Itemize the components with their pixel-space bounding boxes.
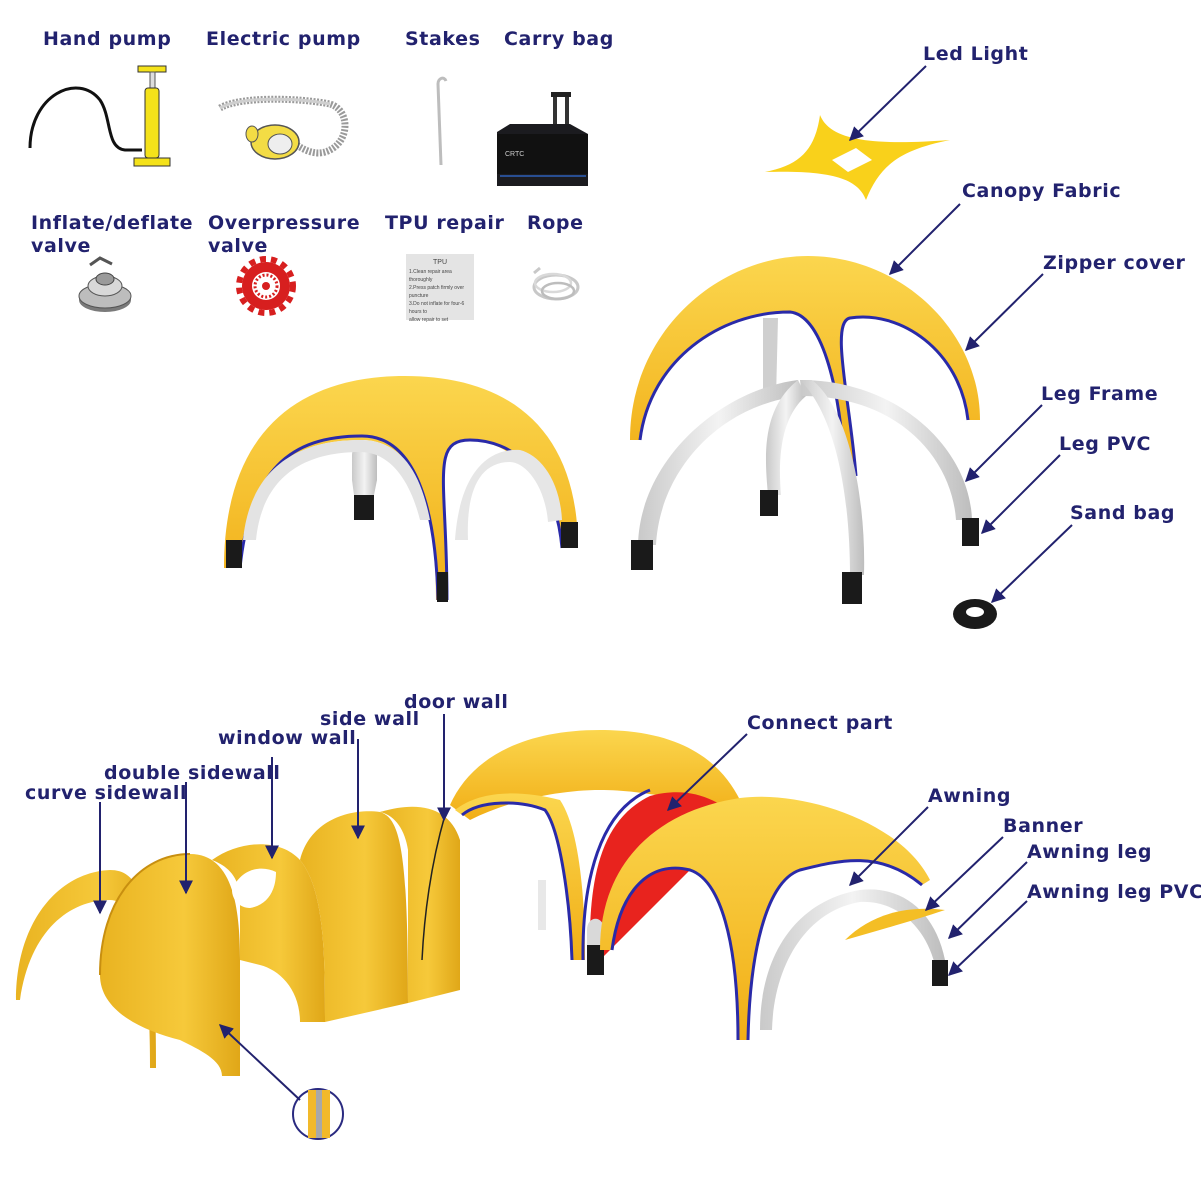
hand-pump-icon — [28, 65, 171, 167]
hand-pump-label: Hand pump — [43, 28, 172, 50]
electric-pump-label: Electric pump — [206, 28, 361, 50]
curve-sidewall-label: curve sidewall — [25, 782, 188, 804]
tpu-card-step: 3.Do not inflate for four-6 hours to — [409, 301, 465, 315]
banner-label: Banner — [1003, 815, 1084, 837]
tpu-repair-label: TPU repair — [385, 212, 505, 234]
sand-bag-label: Sand bag — [1070, 502, 1176, 524]
overpressure-valve-icon — [236, 256, 296, 316]
stakes-label: Stakes — [405, 28, 481, 50]
stake-icon — [436, 76, 448, 166]
wall-section-zoom-icon — [292, 1088, 344, 1140]
door-wall-label: door wall — [404, 691, 509, 713]
awning-leg-pvc-label: Awning leg PVC — [1027, 881, 1201, 903]
sand-bag-icon — [953, 599, 997, 629]
walls-illustration — [16, 806, 460, 1076]
canopy-fabric-label: Canopy Fabric — [962, 180, 1122, 202]
tpu-card-step: 2.Press patch firmly over puncture — [409, 285, 465, 299]
inflate-deflate-valve-icon — [78, 256, 132, 312]
overpressure-valve-label: Overpressure valve — [208, 212, 361, 257]
tpu-card-step: allow repair to set — [409, 317, 449, 323]
tpu-repair-card-icon: TPU 1.Clean repair area thoroughly 2.Pre… — [406, 254, 474, 323]
side-wall-label: side wall — [320, 708, 420, 730]
exploded-tent-illustration — [630, 256, 980, 604]
led-light-label: Led Light — [923, 43, 1029, 65]
zipper-cover-label: Zipper cover — [1043, 252, 1186, 274]
awning-leg-label: Awning leg — [1027, 841, 1153, 863]
rope-label: Rope — [527, 212, 584, 234]
double-sidewall-label: double sidewall — [104, 762, 281, 784]
connect-part-label: Connect part — [747, 712, 893, 734]
carry-bag-label: Carry bag — [504, 28, 614, 50]
leg-frame-label: Leg Frame — [1041, 383, 1159, 405]
awning-label: Awning — [928, 785, 1012, 807]
bag-brand-text: CRTC — [505, 151, 524, 158]
carry-bag-icon: CRTC — [497, 92, 588, 186]
leader-lines — [93, 65, 1073, 1101]
window-wall-label: window wall — [218, 727, 357, 749]
electric-pump-icon — [218, 95, 349, 160]
inflate-deflate-valve-label: Inflate/deflate valve — [31, 212, 194, 257]
tpu-card-step: 1.Clean repair area thoroughly — [409, 269, 452, 283]
tpu-card-title: TPU — [433, 259, 447, 266]
leg-pvc-label: Leg PVC — [1059, 433, 1151, 455]
assembled-tent-illustration — [224, 376, 578, 602]
connected-tents-illustration — [450, 730, 948, 1041]
led-light-icon — [765, 115, 950, 200]
rope-icon — [532, 266, 580, 301]
